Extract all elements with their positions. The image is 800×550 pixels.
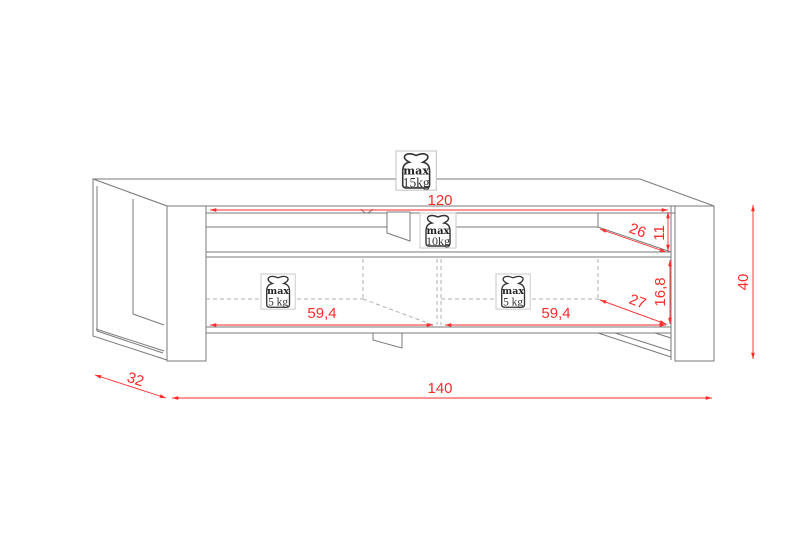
bottom-shelf <box>205 326 672 334</box>
dim-label-32: 32 <box>125 369 146 390</box>
dim-line-26 <box>599 228 667 253</box>
weight-icon-10kg: max 10kg <box>419 212 457 249</box>
dim-line-27 <box>599 299 667 325</box>
svg-text:max: max <box>502 286 524 297</box>
dim-label-59-4-left: 59,4 <box>307 305 336 322</box>
dim-label-120: 120 <box>427 192 452 209</box>
dim-line-32 <box>94 374 167 399</box>
svg-text:max: max <box>403 164 429 178</box>
svg-text:max: max <box>267 286 289 297</box>
weight-icon-5kg-left: max 5 kg <box>260 273 296 310</box>
dim-label-40: 40 <box>735 274 752 291</box>
furniture-outline <box>92 178 715 362</box>
svg-text:10kg: 10kg <box>426 234 450 248</box>
weight-icon-5kg-right: max 5 kg <box>495 273 531 310</box>
left-front-panel <box>166 205 207 362</box>
center-divider-top <box>386 211 411 242</box>
dim-label-11: 11 <box>651 225 668 241</box>
middle-shelf <box>205 251 672 258</box>
svg-text:5 kg: 5 kg <box>268 296 288 308</box>
dim-label-26: 26 <box>627 220 648 242</box>
weight-icon-15kg: max 15kg <box>395 150 437 191</box>
right-front-panel <box>674 205 715 362</box>
svg-text:5 kg: 5 kg <box>503 296 523 308</box>
svg-text:15kg: 15kg <box>403 175 430 190</box>
dim-label-16-8: 16,8 <box>652 277 669 306</box>
dim-label-140: 140 <box>427 380 452 397</box>
dim-label-59-4-right: 59,4 <box>541 305 570 322</box>
dimension-lines: 120 11 26 16,8 27 59,4 59,4 140 32 40 <box>94 192 755 400</box>
svg-text:max: max <box>426 226 450 237</box>
center-foot <box>372 332 403 349</box>
dim-label-27: 27 <box>627 291 648 313</box>
